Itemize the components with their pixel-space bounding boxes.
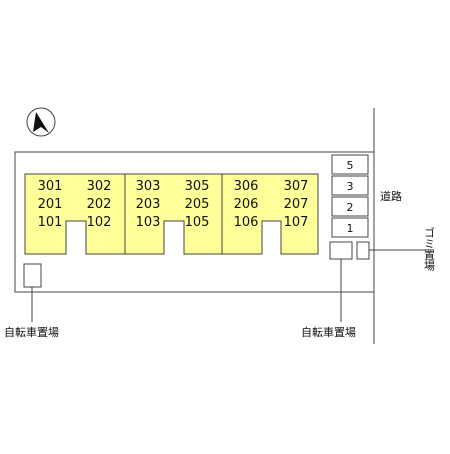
parking-space-number: 2 (347, 201, 354, 214)
parking-space-number: 1 (347, 222, 354, 235)
unit-number: 203 (136, 197, 161, 212)
parking-space (331, 175, 369, 196)
building-outline (24, 173, 319, 255)
unit-number: 307 (284, 179, 309, 194)
parking-space-number: 5 (347, 159, 354, 172)
bicycle-parking-right (329, 241, 353, 260)
unit-number: 303 (136, 179, 161, 194)
unit-2: 302 202 102 (87, 179, 112, 230)
unit-6: 307 207 107 (284, 179, 309, 230)
unit-number: 105 (185, 215, 210, 230)
garbage-area (356, 241, 370, 260)
unit-number: 201 (38, 197, 63, 212)
unit-number: 207 (284, 197, 309, 212)
unit-number: 106 (234, 215, 259, 230)
unit-number: 107 (284, 215, 309, 230)
garbage-label: ゴミ置場 (423, 226, 436, 272)
unit-number: 103 (136, 215, 161, 230)
unit-number: 205 (185, 197, 210, 212)
road-label: 道路 (380, 189, 402, 203)
unit-5: 306 206 106 (234, 179, 259, 230)
parking-space-number: 3 (347, 180, 354, 193)
unit-3: 303 203 103 (136, 179, 161, 230)
parking-space (331, 154, 369, 175)
unit-number: 305 (185, 179, 210, 194)
unit-number: 202 (87, 197, 112, 212)
parking-space (331, 217, 369, 238)
parking-lot: 5 3 2 1 (331, 154, 369, 238)
bicycle-parking-right-label: 自転車置場 (301, 325, 356, 339)
unit-4: 305 205 105 (185, 179, 210, 230)
north-arrow-icon (26, 107, 56, 137)
unit-number: 306 (234, 179, 259, 194)
parking-space (331, 196, 369, 217)
unit-number: 302 (87, 179, 112, 194)
bicycle-parking-left-label: 自転車置場 (4, 325, 59, 339)
bicycle-parking-left (23, 263, 42, 288)
apartment-building: 301 201 101 302 202 102 303 203 103 305 205 105 306 2… (24, 173, 319, 255)
unit-number: 206 (234, 197, 259, 212)
unit-1: 301 201 101 (38, 179, 63, 230)
unit-number: 101 (38, 215, 63, 230)
unit-number: 102 (87, 215, 112, 230)
unit-number: 301 (38, 179, 63, 194)
